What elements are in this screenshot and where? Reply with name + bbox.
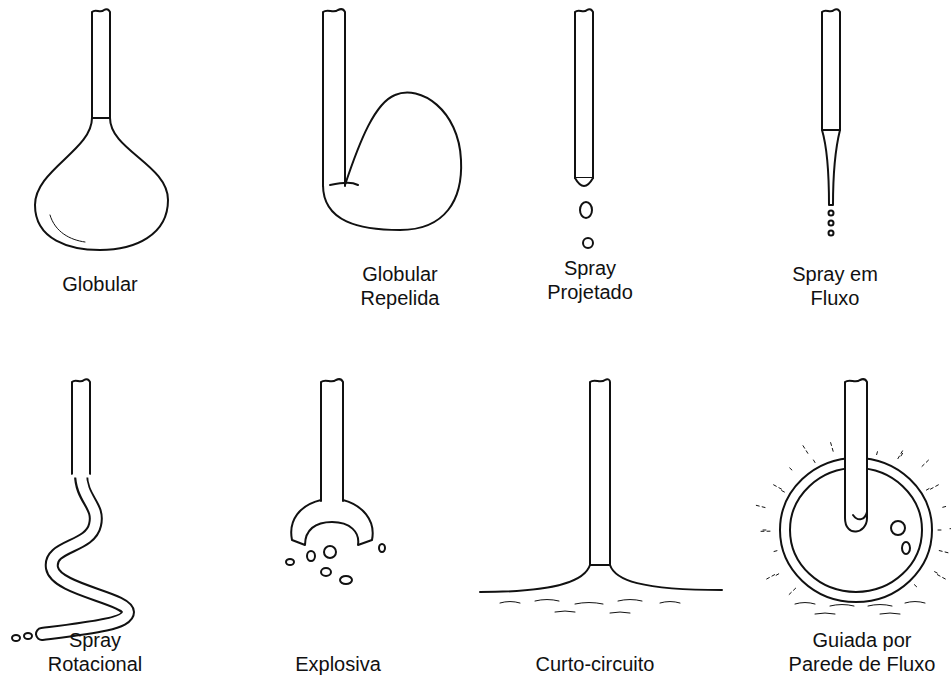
globular-figure: [35, 9, 168, 250]
flux-ray: [803, 445, 808, 453]
flux-ray: [935, 572, 940, 575]
flux-ray: [877, 449, 879, 455]
flux-ray: [930, 484, 939, 489]
flux-ray: [812, 458, 815, 463]
mode-label: Explosiva: [273, 652, 403, 676]
flux-ray: [950, 528, 951, 529]
flux-ray: [937, 575, 946, 580]
short-circuit-figure: [480, 379, 722, 613]
repelled-globular-figure: [323, 9, 461, 230]
flux-ray: [766, 575, 775, 580]
flux-ray: [771, 551, 777, 553]
mode-label: Guiada por Parede de Fluxo: [782, 628, 942, 676]
flux-ray: [779, 489, 784, 492]
streaming-spray-figure: [822, 9, 840, 235]
flux-ray: [773, 484, 782, 489]
flux-ray: [760, 531, 770, 532]
flux-wall-figure: [755, 379, 951, 614]
mode-label: Globular: [35, 272, 165, 296]
flux-ray: [760, 530, 766, 531]
flux-ray: [914, 585, 918, 589]
flux-ray: [939, 551, 949, 553]
flux-ray: [789, 588, 796, 595]
projected-spray-figure: [575, 9, 593, 248]
mode-label: Globular Repelida: [350, 262, 450, 310]
mode-label: Spray Rotacional: [40, 628, 150, 676]
mode-label: Spray Projetado: [538, 256, 642, 304]
flux-ray: [943, 506, 949, 508]
flux-ray: [938, 530, 944, 531]
flux-ray: [901, 451, 904, 456]
flux-ray: [755, 505, 765, 507]
flux-ray: [922, 460, 929, 467]
flux-ray: [830, 442, 833, 451]
explosive-figure: [286, 379, 385, 584]
mode-label: Curto-circuito: [520, 652, 670, 676]
flux-ray: [788, 466, 792, 470]
mode-label: Spray em Fluxo: [792, 262, 878, 310]
rotating-spray-figure: [12, 379, 128, 641]
